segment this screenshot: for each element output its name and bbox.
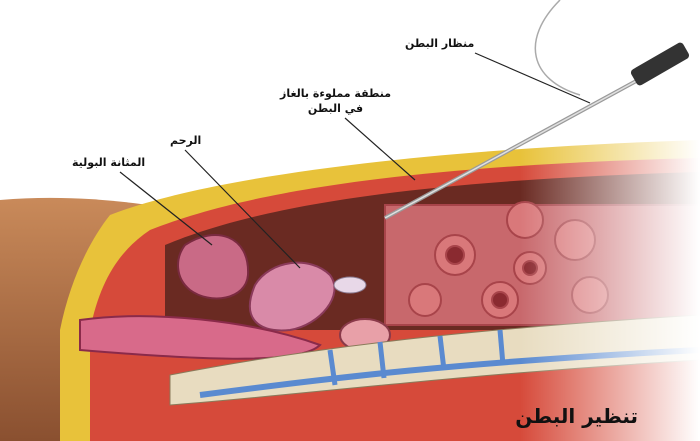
label-bladder: المثانة البولية <box>72 156 146 169</box>
fade-overlay <box>520 120 700 441</box>
ovary <box>333 276 367 294</box>
label-laparoscope: منظار البطن <box>405 37 475 50</box>
label-gas-area-line2: في البطن <box>307 102 364 115</box>
label-gas-area: منطقة مملوءة بالغاز في البطن <box>280 86 391 116</box>
bladder <box>177 234 250 300</box>
uterus <box>249 261 336 332</box>
label-uterus: الرحم <box>170 134 202 147</box>
leader-lines <box>119 52 591 269</box>
laparoscope <box>384 0 690 220</box>
vertebral-discs <box>327 329 506 386</box>
label-gas-area-line1: منطقة مملوءة بالغاز <box>280 87 392 100</box>
diagram-title: تنظير البطن <box>515 404 638 428</box>
rectum <box>79 315 322 360</box>
